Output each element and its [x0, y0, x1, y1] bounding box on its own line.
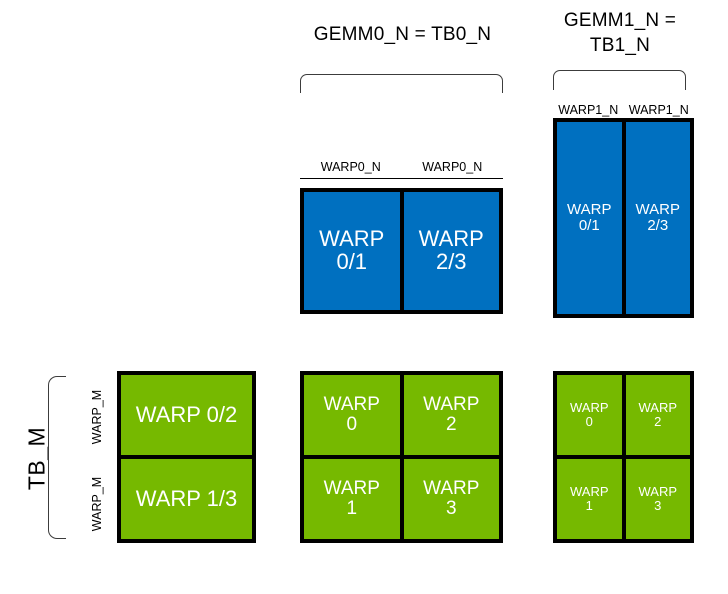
right-green-vdivider-1 — [621, 459, 626, 539]
gemm1-blue-divider — [621, 122, 626, 314]
gemm0-span-bracket — [300, 74, 503, 93]
gemm1-blue-cell-1[interactable]: WARP 2/3 — [625, 122, 690, 314]
middle-green-vdivider-0 — [399, 375, 404, 455]
gemm1-blue-block: WARP 0/1 WARP 2/3 — [553, 118, 694, 318]
gemm0-column-labels: WARP0_N WARP0_N — [300, 160, 503, 179]
right-green-vdivider-0 — [621, 375, 626, 455]
middle-green-row-0: WARP 0 WARP 2 — [304, 375, 499, 455]
gemm1-column-labels: WARP1_N WARP1_N — [553, 103, 694, 117]
gemm0-column-label-0: WARP0_N — [320, 160, 381, 174]
gemm0-blue-cell-0[interactable]: WARP 0/1 — [304, 192, 400, 310]
gemm1-column-label-1: WARP1_N — [628, 103, 689, 117]
right-green-block: WARP 0 WARP 2 WARP 1 WARP 3 — [553, 371, 694, 543]
right-green-hdivider — [557, 455, 690, 459]
gemm0-blue-cell-1[interactable]: WARP 2/3 — [403, 192, 499, 310]
gemm1-span-bracket — [553, 70, 686, 90]
right-green-cell-0-0[interactable]: WARP 0 — [557, 375, 622, 455]
tb-m-bracket — [48, 376, 66, 539]
right-green-cell-1-1[interactable]: WARP 3 — [625, 459, 690, 539]
gemm0-blue-divider — [399, 192, 404, 310]
right-green-cell-1-0[interactable]: WARP 1 — [557, 459, 622, 539]
warp-m-label-top: WARP_M — [90, 389, 104, 445]
warp-m-label-bottom: WARP_M — [90, 476, 104, 532]
right-green-row-0: WARP 0 WARP 2 — [557, 375, 690, 455]
gemm0-column-underline-1 — [401, 178, 503, 179]
middle-green-block: WARP 0 WARP 2 WARP 1 WARP 3 — [300, 371, 503, 543]
left-green-cell-0[interactable]: WARP 0/2 — [121, 375, 252, 455]
middle-green-cell-1-1[interactable]: WARP 3 — [403, 459, 499, 539]
middle-green-cell-1-0[interactable]: WARP 1 — [304, 459, 400, 539]
tb-m-label: TB_M — [23, 426, 50, 491]
gemm0-column-underline-0 — [300, 178, 402, 179]
right-green-cell-0-1[interactable]: WARP 2 — [625, 375, 690, 455]
left-green-divider — [121, 455, 252, 459]
middle-green-cell-0-0[interactable]: WARP 0 — [304, 375, 400, 455]
middle-green-vdivider-1 — [399, 459, 404, 539]
gemm1-blue-cell-0[interactable]: WARP 0/1 — [557, 122, 622, 314]
middle-green-row-1: WARP 1 WARP 3 — [304, 459, 499, 539]
gemm0-heading: GEMM0_N = TB0_N — [313, 24, 492, 45]
left-green-cell-1[interactable]: WARP 1/3 — [121, 459, 252, 539]
left-green-block: WARP 0/2 WARP 1/3 — [117, 371, 256, 543]
middle-green-hdivider — [304, 455, 499, 459]
gemm1-column-label-0: WARP1_N — [558, 103, 619, 117]
gemm1-heading: GEMM1_N = TB1_N — [563, 10, 677, 56]
gemm0-column-label-1: WARP0_N — [422, 160, 483, 174]
right-green-row-1: WARP 1 WARP 3 — [557, 459, 690, 539]
gemm0-blue-block: WARP 0/1 WARP 2/3 — [300, 188, 503, 314]
middle-green-cell-0-1[interactable]: WARP 2 — [403, 375, 499, 455]
